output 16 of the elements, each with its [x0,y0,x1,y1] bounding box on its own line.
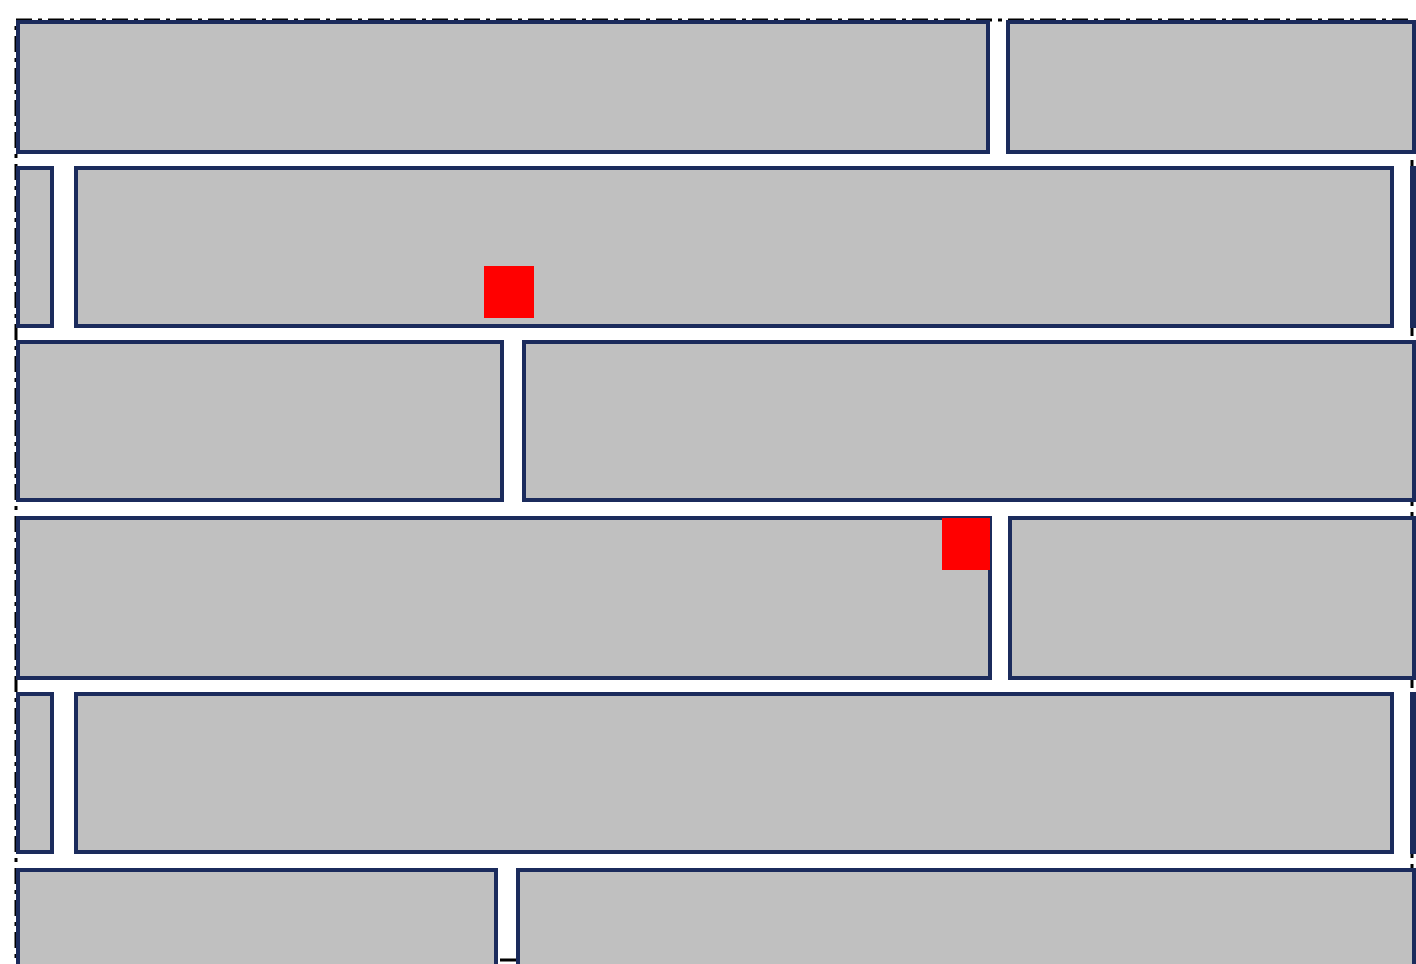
board-panel [1410,166,1416,328]
board-panel [16,516,992,680]
marker-square [484,266,534,318]
board-panel [16,692,54,854]
board-panel [1008,516,1416,680]
board-panel [16,868,498,964]
board-panel [16,166,54,328]
board-panel [516,868,1416,964]
marker-square [942,518,990,570]
board-panel [16,340,504,502]
board-panel [1410,692,1416,854]
board-panel [522,340,1416,502]
board-panel [74,166,1394,328]
board-panel [16,20,990,154]
board-panel [1006,20,1416,154]
board-panel [74,692,1394,854]
